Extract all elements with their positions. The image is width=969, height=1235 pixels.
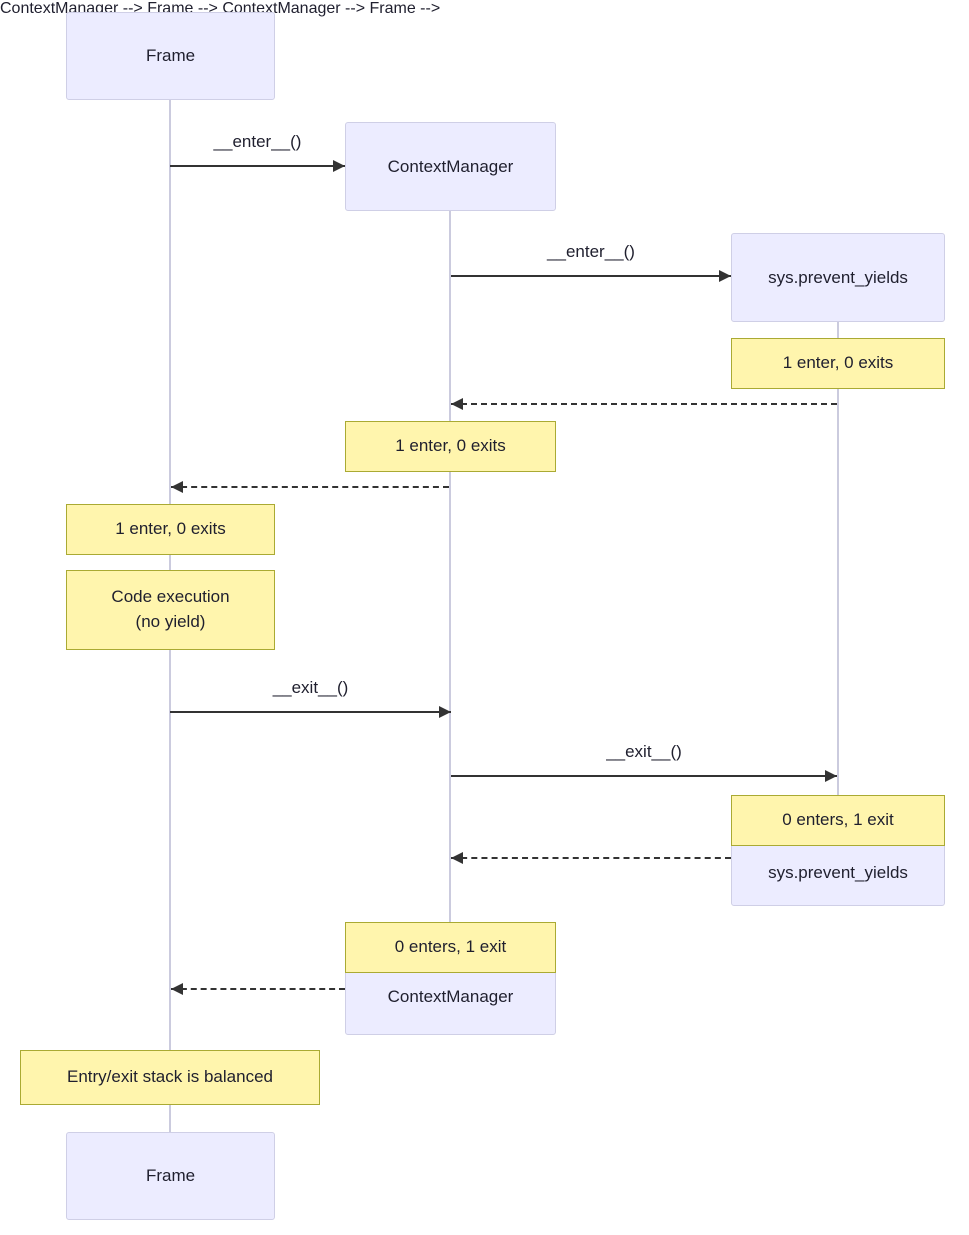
actor-sys-prevent-yields-top: sys.prevent_yields [731,233,945,322]
note-sys-after-exit: 0 enters, 1 exit [731,795,945,846]
note-sys-after-enter: 1 enter, 0 exits [731,338,945,389]
note-stack-balanced: Entry/exit stack is balanced [20,1050,320,1105]
actor-frame-label: Frame [145,46,196,65]
arrowhead-left-icon [451,398,463,410]
arrowhead-left-icon [451,852,463,864]
actor-sys-prevent-yields-label: sys.prevent_yields [768,267,908,287]
note-contextmanager-after-exit: 0 enters, 1 exit [345,922,556,973]
note-frame-after-enter: 1 enter, 0 exits [66,504,275,555]
message-label-exit-frame-to-contextmanager: __exit__() [272,678,349,697]
return-arrow-contextmanager-to-frame-exit [171,983,345,995]
message-arrow-enter-frame-to-contextmanager [170,160,345,172]
arrowhead-right-icon [825,770,837,782]
lifeline-sys-prevent-yields [837,322,839,840]
note-code-execution: Code execution (no yield) [66,570,275,650]
arrowhead-right-icon [333,160,345,172]
return-arrow-sys-to-contextmanager [451,398,837,410]
arrowhead-right-icon [439,706,451,718]
return-arrow-contextmanager-to-frame [171,481,449,493]
actor-contextmanager-label: ContextManager [387,986,514,1006]
note-contextmanager-after-enter: 1 enter, 0 exits [345,421,556,472]
actor-contextmanager-label: ContextManager [387,156,514,176]
arrowhead-left-icon [171,983,183,995]
message-arrow-enter-contextmanager-to-sys [451,270,731,282]
arrowhead-right-icon [719,270,731,282]
return-arrow-sys-to-contextmanager-exit [451,852,731,864]
message-label-enter-frame-to-contextmanager: __enter__() [213,132,302,151]
lifeline-contextmanager [449,211,451,958]
actor-frame-label: Frame [145,1166,196,1185]
actor-contextmanager-top: ContextManager [345,122,556,211]
message-arrow-exit-frame-to-contextmanager [170,706,451,718]
message-arrow-exit-contextmanager-to-sys [451,770,837,782]
arrowhead-left-icon [171,481,183,493]
actor-frame-top: Frame [66,12,275,100]
message-label-enter-contextmanager-to-sys: __enter__() [547,242,635,261]
message-label-exit-contextmanager-to-sys: __exit__() [606,742,682,761]
actor-sys-prevent-yields-bottom: sys.prevent_yields [731,839,945,906]
actor-frame-bottom: Frame [66,1132,275,1220]
actor-sys-prevent-yields-label: sys.prevent_yields [768,862,908,882]
